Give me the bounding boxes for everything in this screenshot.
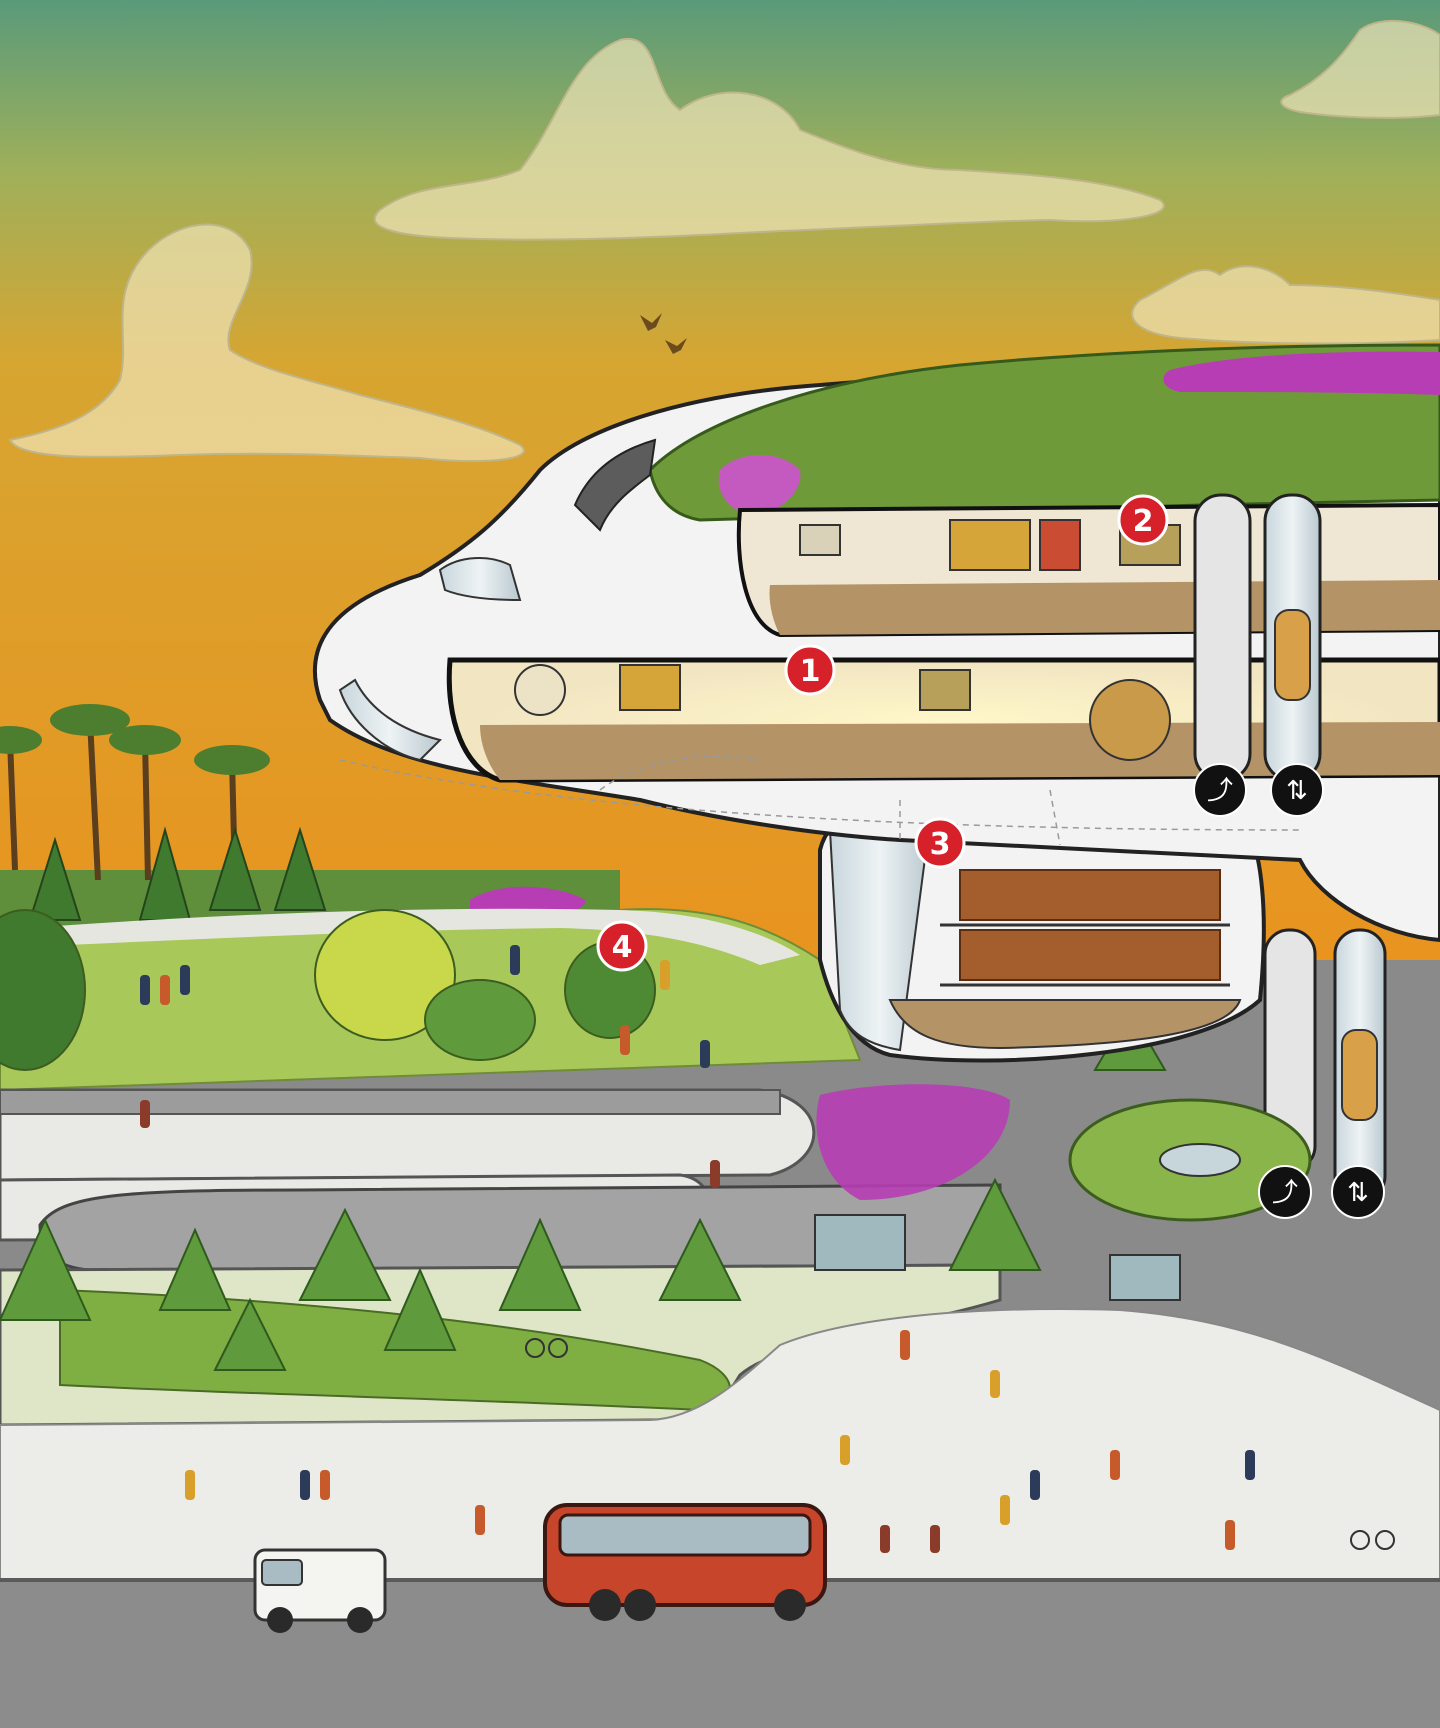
library-pod bbox=[818, 801, 1266, 1063]
stair-core-upper bbox=[1193, 493, 1252, 782]
svg-text:⤴: ⤴ bbox=[1207, 776, 1233, 806]
cloud-right-mid bbox=[1131, 265, 1440, 345]
roof-glass-dome bbox=[573, 438, 657, 532]
ramp-trees bbox=[0, 1008, 1167, 1371]
elevator-cab-upper bbox=[1274, 609, 1311, 701]
planter-flowers bbox=[816, 1084, 1010, 1200]
left-terrace bbox=[438, 557, 522, 602]
skylight bbox=[1159, 1143, 1241, 1177]
cloud-large-top bbox=[373, 37, 1165, 241]
bus-windows bbox=[558, 1513, 812, 1557]
tree-dark-left bbox=[0, 909, 86, 1071]
bird-1 bbox=[640, 313, 662, 331]
palm-fronds bbox=[0, 704, 270, 775]
lawn-path bbox=[0, 908, 800, 965]
ramp-wall-upper bbox=[0, 1089, 781, 1115]
crowd bbox=[140, 945, 1255, 1553]
marker-1: 1 bbox=[784, 644, 836, 696]
marker-4: 4 bbox=[596, 920, 648, 972]
left-window bbox=[338, 678, 442, 762]
cloud-left bbox=[8, 223, 525, 463]
elevator-icon: ⇅ bbox=[1270, 763, 1324, 817]
underpass-door-1 bbox=[814, 1214, 906, 1271]
cloud-top-right bbox=[1280, 19, 1440, 119]
gallery-upper-floor bbox=[769, 580, 1440, 635]
elevator-icon: ⇅ bbox=[1331, 1165, 1385, 1219]
red-bus bbox=[543, 1503, 827, 1621]
library-shelves-top bbox=[959, 869, 1221, 921]
tree-small bbox=[424, 979, 536, 1061]
svg-text:4: 4 bbox=[612, 930, 633, 965]
roof-flowers-small bbox=[718, 455, 801, 516]
clouds bbox=[8, 19, 1440, 463]
roof-flowers bbox=[1163, 351, 1440, 395]
marker-2: 2 bbox=[1117, 494, 1169, 546]
bird-2 bbox=[665, 338, 687, 354]
gallery-upper-artworks bbox=[799, 519, 1181, 571]
svg-text:3: 3 bbox=[930, 827, 951, 862]
library-shelves-mid bbox=[959, 929, 1221, 981]
switchback-ramps bbox=[0, 1088, 1181, 1427]
birds bbox=[640, 313, 687, 354]
svg-text:2: 2 bbox=[1133, 504, 1154, 539]
underpass-door-2 bbox=[1109, 1254, 1181, 1301]
svg-text:⇅: ⇅ bbox=[1286, 776, 1308, 806]
distant-landscape bbox=[0, 704, 620, 930]
stairs-icon: ⤴ bbox=[1258, 1165, 1312, 1219]
plaza bbox=[0, 1308, 1440, 1581]
gallery-lower-artworks bbox=[514, 664, 1171, 761]
library-floor bbox=[888, 999, 1242, 1050]
tree-yellow-green bbox=[314, 909, 456, 1041]
van-wheels bbox=[267, 1607, 373, 1633]
marker-3: 3 bbox=[914, 817, 966, 869]
round-planter bbox=[816, 1084, 1312, 1222]
bus-wheels bbox=[589, 1589, 806, 1621]
bicycles bbox=[525, 1338, 1395, 1550]
svg-text:⇅: ⇅ bbox=[1347, 1178, 1369, 1208]
svg-text:⤴: ⤴ bbox=[1272, 1178, 1298, 1208]
white-van bbox=[253, 1548, 387, 1633]
stairs-icon: ⤴ bbox=[1193, 763, 1247, 817]
van-cab-window bbox=[261, 1559, 303, 1586]
shell-grid bbox=[339, 755, 1301, 846]
svg-text:1: 1 bbox=[800, 654, 821, 689]
elevator-cab-lower bbox=[1341, 1029, 1378, 1121]
